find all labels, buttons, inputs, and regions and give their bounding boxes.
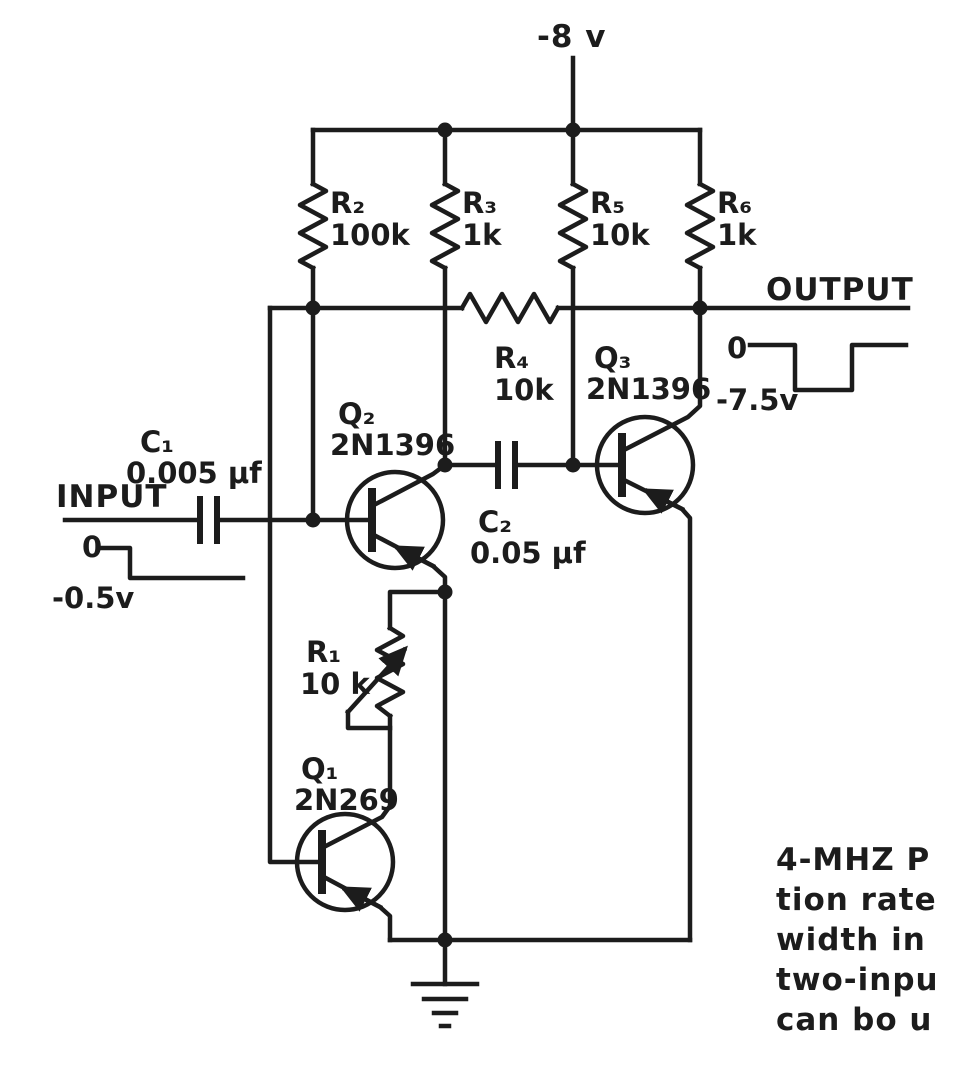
r3-value-label: 1k [462, 218, 502, 252]
capacitor-c1 [197, 496, 220, 544]
transistor-q3 [594, 305, 703, 943]
output-low-label: -7.5v [716, 383, 798, 417]
r4-ref-label: R₄ [494, 341, 529, 375]
output-waveform [747, 342, 909, 393]
caption: 4-MHZ P tion rate width in two-inpu can … [776, 842, 939, 1038]
caption-line-4: two-inpu [776, 962, 939, 998]
caption-line-2: tion rate [776, 882, 937, 918]
transistor-q1 [294, 713, 396, 943]
input-zero-label: 0 [82, 530, 102, 564]
caption-line-5: can bo u [776, 1002, 933, 1038]
transistor-q2 [344, 461, 449, 943]
r4-value-label: 10k [494, 373, 554, 407]
q2-ref-label: Q₂ [338, 397, 375, 431]
output-label: OUTPUT [766, 272, 914, 308]
c2-value-label: 0.05 μf [470, 536, 586, 570]
r1-value-label: 10 k [300, 667, 370, 701]
feedback-rail [267, 291, 703, 325]
q1-ref-label: Q₁ [301, 752, 338, 786]
c1-value-label: 0.005 μf [126, 456, 262, 490]
q3-ref-label: Q₃ [594, 341, 631, 375]
left-feedback-line [267, 305, 325, 865]
r3-ref-label: R₃ [462, 186, 497, 220]
junction-dots [305, 122, 708, 948]
input-label: INPUT [56, 479, 168, 515]
input-low-label: -0.5v [52, 581, 134, 615]
caption-line-1: 4-MHZ P [776, 842, 930, 878]
q2-part-label: 2N1396 [330, 428, 455, 462]
resistor-r6 [684, 127, 716, 311]
r6-value-label: 1k [717, 218, 757, 252]
r6-ref-label: R₆ [717, 186, 752, 220]
input-waveform [99, 545, 246, 581]
q1-part-label: 2N269 [294, 783, 399, 817]
resistor-r2 [297, 127, 329, 523]
ground-symbol [410, 937, 480, 1029]
r5-ref-label: R₅ [590, 186, 625, 220]
c1-ref-label: C₁ [140, 425, 174, 459]
caption-line-3: width in [776, 922, 926, 958]
c2-ref-label: C₂ [478, 505, 512, 539]
resistor-r3 [429, 127, 461, 468]
r1-ref-label: R₁ [306, 635, 341, 669]
supply-label: -8 v [537, 19, 606, 55]
r2-value-label: 100k [330, 218, 411, 252]
output-zero-label: 0 [727, 331, 747, 365]
r2-ref-label: R₂ [330, 186, 365, 220]
resistor-r1 [344, 589, 448, 731]
q3-part-label: 2N1396 [586, 372, 711, 406]
supply-rail [310, 55, 703, 133]
r5-value-label: 10k [590, 218, 650, 252]
resistor-r5 [557, 127, 589, 468]
